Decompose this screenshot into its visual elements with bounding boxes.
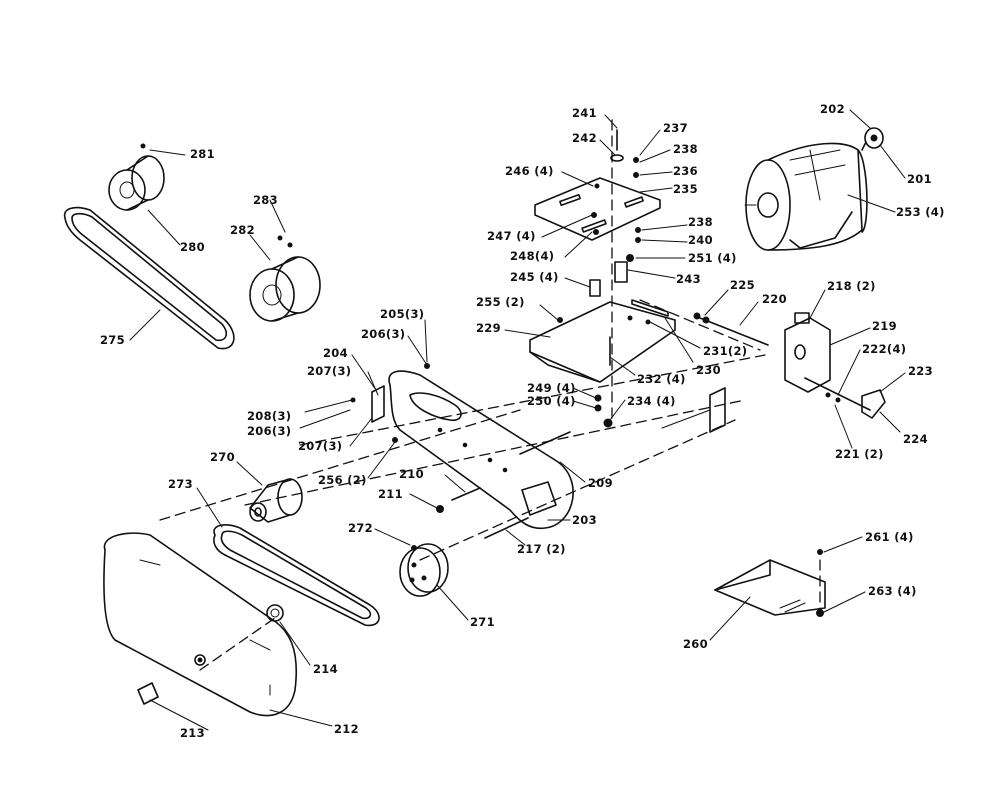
label-225: 225 [730,278,755,292]
label-256: 256 (2) [318,473,367,487]
label-220: 220 [762,292,787,306]
label-202: 202 [820,102,845,116]
motor [744,127,884,251]
leader-lines [129,109,906,731]
label-235: 235 [673,182,698,196]
label-206a: 206(3) [361,327,405,341]
label-231: 231(2) [703,344,747,358]
label-213: 213 [180,726,205,740]
bracket-260 [714,549,826,617]
label-273: 273 [168,477,193,491]
label-248: 248(4) [510,249,554,263]
label-282: 282 [230,223,255,237]
label-250: 250 (4) [527,394,576,408]
label-238a: 238 [673,142,698,156]
label-221: 221 (2) [835,447,884,461]
label-205: 205(3) [380,307,424,321]
label-271: 271 [470,615,495,629]
label-204: 204 [323,346,348,360]
label-237: 237 [663,121,688,135]
label-223: 223 [908,364,933,378]
label-201: 201 [907,172,932,186]
assembly-axis-lines [159,119,821,671]
label-209: 209 [588,476,613,490]
label-210: 210 [399,467,424,481]
label-238b: 238 [688,215,713,229]
label-246: 246 (4) [505,164,554,178]
upper-pulleys [108,143,321,322]
pulley-271 [399,543,449,597]
pins [436,431,571,539]
adjustment-assembly [693,312,886,419]
label-255: 255 (2) [476,295,525,309]
label-217: 217 (2) [517,542,566,556]
label-251: 251 (4) [688,251,737,265]
label-242: 242 [572,131,597,145]
label-281: 281 [190,147,215,161]
label-203: 203 [572,513,597,527]
label-260: 260 [683,637,708,651]
label-236: 236 [673,164,698,178]
rack-part [661,387,726,433]
label-212: 212 [334,722,359,736]
label-249: 249 (4) [527,381,576,395]
lower-mount-plate [529,299,676,428]
belt-275 [63,206,235,350]
label-207a: 207(3) [307,364,351,378]
label-245: 245 (4) [510,270,559,284]
label-272: 272 [348,521,373,535]
label-207b: 207(3) [298,439,342,453]
label-224: 224 [903,432,928,446]
label-263: 263 (4) [868,584,917,598]
pulley-270 [249,478,303,523]
label-214: 214 [313,662,338,676]
label-234: 234 (4) [627,394,676,408]
label-222: 222(4) [862,342,906,356]
label-280: 280 [180,240,205,254]
label-241: 241 [572,106,597,120]
callout-labels: 281 280 283 282 275 241 242 237 238 236 … [100,102,945,740]
label-253: 253 (4) [896,205,945,219]
label-270: 270 [210,450,235,464]
label-240: 240 [688,233,713,247]
label-218: 218 (2) [827,279,876,293]
label-247: 247 (4) [487,229,536,243]
label-208: 208(3) [247,409,291,423]
label-211: 211 [378,487,403,501]
label-219: 219 [872,319,897,333]
motor-mount-plate [534,129,661,297]
belt-guard [103,532,298,717]
label-261: 261 (4) [865,530,914,544]
label-229: 229 [476,321,501,335]
label-275: 275 [100,333,125,347]
label-230: 230 [696,363,721,377]
label-232: 232 (4) [637,372,686,386]
belt-273 [213,524,380,627]
main-arm-plate [350,363,574,530]
label-283: 283 [253,193,278,207]
label-206b: 206(3) [247,424,291,438]
label-243: 243 [676,272,701,286]
